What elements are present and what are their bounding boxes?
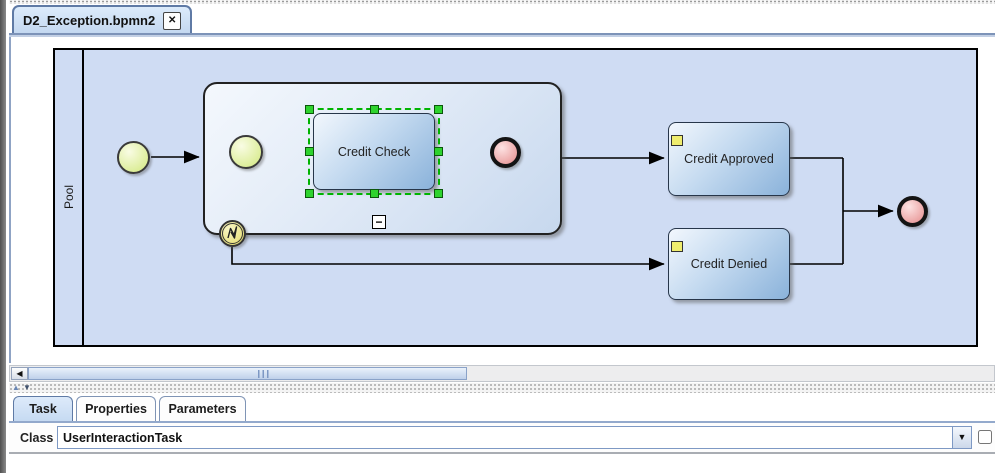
panel-top-border [9, 421, 995, 423]
task-credit-check[interactable]: Credit Check [313, 113, 435, 190]
properties-tabbar: Task Properties Parameters [9, 393, 995, 421]
chevron-down-icon: ▼ [957, 432, 967, 442]
editor-tab-d2-exception[interactable]: D2_Exception.bpmn2 ✕ [12, 5, 193, 34]
boundary-inner-ring [222, 223, 243, 244]
window-left-frame [0, 0, 6, 473]
subprocess-collapse-button[interactable]: − [372, 215, 386, 229]
end-event-final[interactable] [897, 196, 928, 227]
class-input[interactable] [58, 427, 952, 448]
scrollbar-grip-icon [257, 370, 270, 378]
scroll-left-button[interactable]: ◀ [11, 367, 28, 380]
close-icon[interactable]: ✕ [163, 11, 182, 30]
combobox-dropdown-button[interactable]: ▼ [952, 427, 971, 448]
task-credit-denied-label: Credit Denied [690, 257, 768, 271]
splitter-collapse-down-icon[interactable]: ▼ [23, 383, 31, 392]
end-event-inner[interactable] [490, 137, 521, 168]
task-credit-approved[interactable]: Credit Approved [668, 122, 790, 196]
scroll-left-icon: ◀ [16, 368, 23, 378]
tab-properties[interactable]: Properties [76, 396, 156, 421]
error-boundary-event[interactable] [219, 220, 246, 247]
scrollbar-thumb[interactable] [28, 367, 467, 380]
class-field-label: Class [20, 430, 54, 445]
tab-properties-label: Properties [85, 402, 147, 416]
start-event-inner[interactable] [229, 135, 263, 169]
tab-parameters-label: Parameters [168, 402, 237, 416]
task-credit-denied[interactable]: Credit Denied [668, 228, 790, 300]
editor-tab-title: D2_Exception.bpmn2 [23, 13, 156, 28]
tabbar-underline [9, 33, 995, 37]
horizontal-scrollbar[interactable]: ◀ [9, 365, 995, 382]
class-combobox[interactable]: ▼ [57, 426, 972, 449]
pool-label: Pool [61, 185, 76, 210]
error-zigzag-icon [227, 226, 238, 239]
start-event-outer[interactable] [117, 141, 150, 174]
splitter-collapse-up-icon[interactable]: ▲ [12, 383, 20, 392]
bottom-empty-area [9, 454, 995, 473]
tab-task-label: Task [29, 402, 57, 416]
task-type-marker-icon [671, 135, 683, 146]
task-type-marker-icon [671, 241, 683, 252]
flow-boundary-to-denied[interactable] [231, 247, 665, 271]
tab-task[interactable]: Task [13, 396, 73, 421]
ex-checkbox[interactable] [978, 430, 992, 444]
pool-label-band[interactable]: Pool [53, 48, 84, 347]
top-splitter-handle[interactable] [9, 0, 995, 4]
bottom-divider [9, 452, 995, 454]
tab-parameters[interactable]: Parameters [159, 396, 246, 421]
task-credit-check-label: Credit Check [337, 144, 411, 159]
editor-tabbar: D2_Exception.bpmn2 ✕ [9, 4, 995, 34]
panel-splitter[interactable]: ▲ ▼ [9, 383, 995, 393]
task-credit-approved-label: Credit Approved [684, 152, 774, 166]
task-properties-form: Class ▼ Ex [9, 423, 995, 452]
